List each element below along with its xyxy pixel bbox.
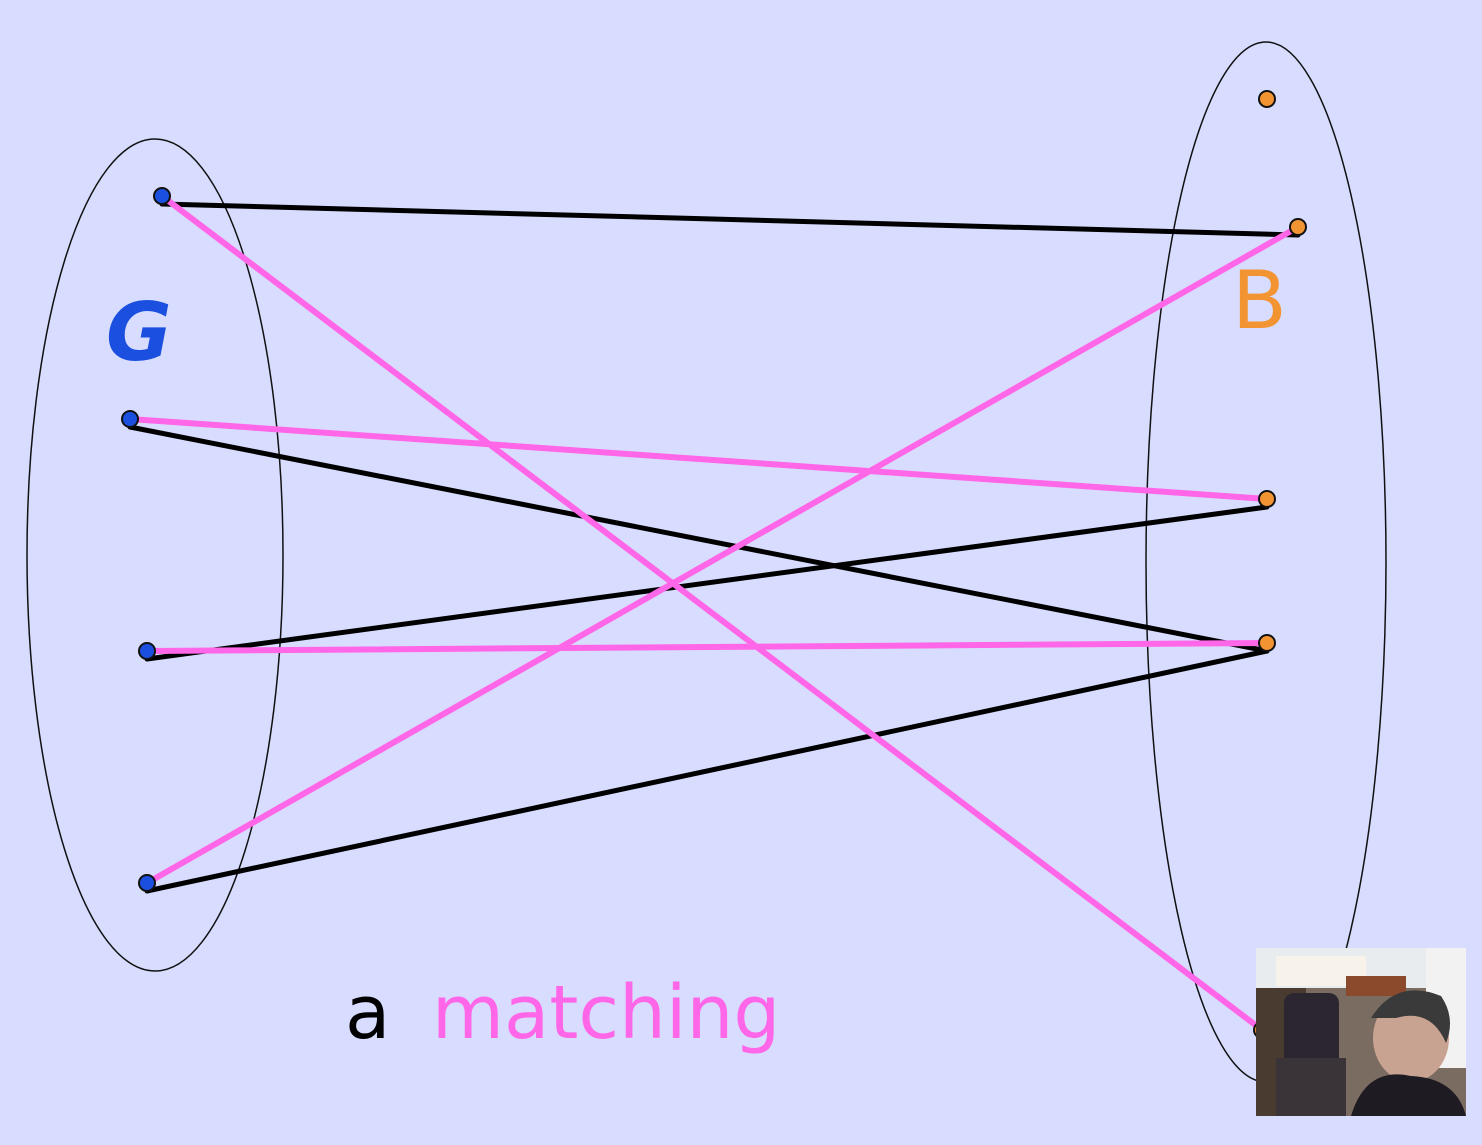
edge-g3-b3	[144, 504, 1270, 662]
edges-layer	[127, 193, 1301, 1033]
vertex-g4	[138, 874, 156, 892]
vertex-b4	[1258, 634, 1276, 652]
presenter-webcam-overlay	[1256, 948, 1466, 1116]
right-set-ellipse	[1145, 41, 1387, 1083]
edge-g4-b4	[144, 648, 1270, 894]
vertex-g3	[138, 642, 156, 660]
caption: a matching	[345, 970, 780, 1056]
matching-edge-g1-b5	[159, 193, 1265, 1033]
matching-edge-g2-b3	[127, 416, 1270, 502]
vertex-g2	[121, 410, 139, 428]
edge-g1-b2	[159, 201, 1301, 238]
vertex-b1	[1258, 90, 1276, 108]
vertex-g1	[153, 187, 171, 205]
edge-g2-b4	[127, 424, 1270, 654]
vertex-b3	[1258, 490, 1276, 508]
matching-edge-g3-b4	[144, 640, 1270, 654]
left-set-ellipse	[26, 138, 284, 972]
caption-prefix: a	[345, 970, 390, 1056]
right-set-label: B	[1232, 254, 1287, 347]
caption-word: matching	[432, 970, 780, 1056]
matching-edge-g4-b2	[144, 224, 1301, 886]
presenter-webcam-icon	[1256, 948, 1466, 1116]
vertex-b2	[1289, 218, 1307, 236]
vertices-layer	[121, 90, 1307, 1039]
left-set-label: G	[106, 286, 172, 379]
